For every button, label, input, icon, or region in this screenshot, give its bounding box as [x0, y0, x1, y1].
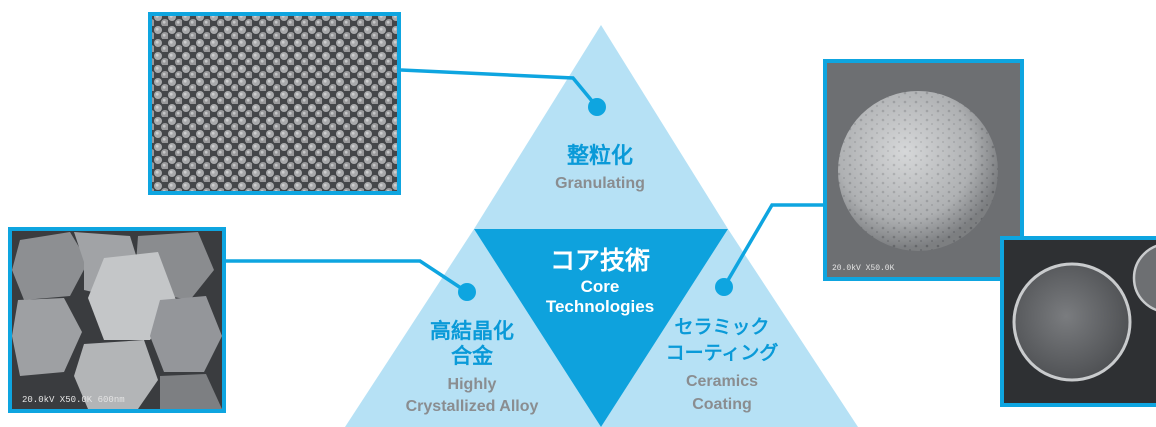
crystallized-alloy-title-en-line1: Highly	[448, 376, 497, 393]
connector-left	[226, 259, 468, 294]
connector-top	[400, 68, 599, 109]
connector-left-dot	[458, 283, 476, 301]
crystallized-alloy-title-jp-line1: 高結晶化	[430, 319, 514, 343]
top-triangle	[474, 25, 728, 229]
left-micrograph-scale-caption: 20.0kV X50.0K 600nm	[22, 395, 125, 405]
ceramics-coating-title-jp-line2: コーティング	[666, 341, 779, 364]
crystallized-alloy-title-jp-line2: 合金	[451, 344, 494, 368]
granulated-powder-micrograph	[148, 12, 401, 195]
connector-right	[722, 203, 823, 288]
right-micrograph-scale-caption: 20.0kV X50.0K	[832, 264, 895, 273]
connector-right-dot	[715, 278, 733, 296]
center-triangle	[474, 229, 728, 427]
core-technologies-title-jp: コア技術	[550, 246, 650, 275]
ceramics-coating-title-en-line1: Ceramics	[686, 373, 758, 390]
bottom-right-triangle	[601, 229, 858, 427]
granulating-title-jp: 整粒化	[567, 143, 633, 169]
crystallized-alloy-title-en-line2: Crystallized Alloy	[406, 398, 539, 415]
coating-cross-section-micrograph	[1000, 236, 1156, 407]
connector-top-dot	[588, 98, 606, 116]
crystallized-alloy-micrograph: 20.0kV X50.0K 600nm	[8, 227, 226, 413]
core-technologies-title-en-line1: Core	[581, 277, 620, 296]
bottom-left-triangle	[345, 229, 601, 427]
ceramic-coated-particle-micrograph: 20.0kV X50.0K	[823, 59, 1024, 281]
ceramics-coating-title-en-line2: Coating	[692, 396, 752, 413]
core-technologies-title-en-line2: Technologies	[546, 297, 654, 316]
ceramics-coating-title-jp-line1: セラミック	[674, 316, 769, 338]
granulating-title-en: Granulating	[555, 175, 645, 192]
